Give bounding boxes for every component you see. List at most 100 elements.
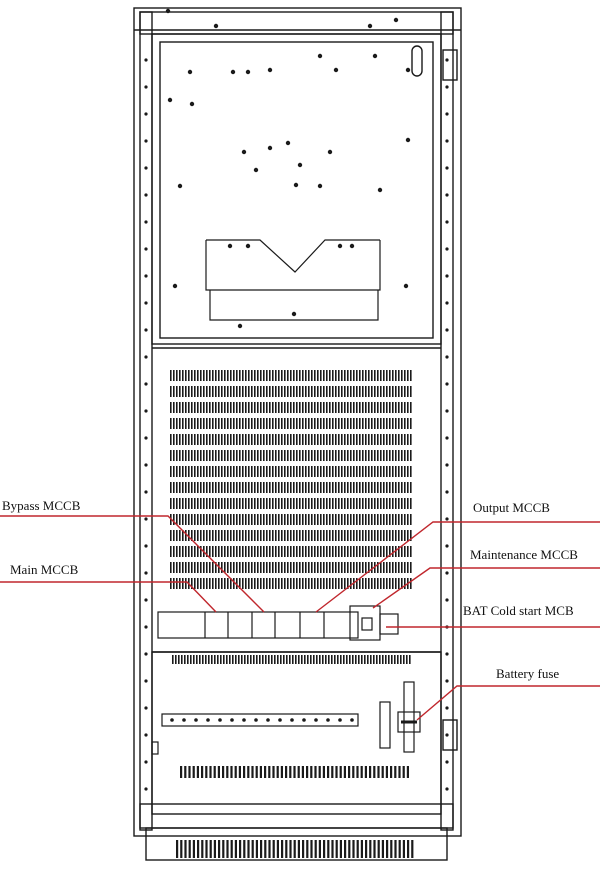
vent-slat: [221, 514, 223, 525]
vent-slat: [293, 530, 295, 541]
vent-slat: [347, 370, 349, 381]
vent-slat: [335, 402, 337, 413]
vent-slat: [326, 386, 328, 397]
post-hole: [445, 193, 449, 197]
vent-slat: [410, 514, 412, 525]
vent-slat: [269, 402, 271, 413]
vent-slat: [242, 466, 244, 477]
vent-slat: [274, 655, 276, 664]
base-slot: [255, 840, 258, 858]
vent-slat: [374, 370, 376, 381]
vent-slat: [254, 466, 256, 477]
vent-slat: [248, 386, 250, 397]
vent-slat: [248, 450, 250, 461]
vent-slat: [272, 546, 274, 557]
vent-slat: [380, 386, 382, 397]
vent-slat: [215, 498, 217, 509]
vent-slat: [377, 370, 379, 381]
vent-slat: [224, 514, 226, 525]
vent-slat: [344, 546, 346, 557]
vent-slat: [203, 402, 205, 413]
vent-slat: [218, 434, 220, 445]
vent-slat: [170, 482, 172, 493]
vent-slat: [395, 434, 397, 445]
vent-slat: [185, 498, 187, 509]
vent-slat: [266, 418, 268, 429]
vent-slat: [356, 498, 358, 509]
vent-slat: [224, 418, 226, 429]
vent-slat: [368, 402, 370, 413]
vent-slat: [302, 418, 304, 429]
vent-slat: [332, 402, 334, 413]
vent-slat: [290, 578, 292, 589]
vent-slat: [389, 418, 391, 429]
screw-hole: [230, 69, 236, 75]
vent-slat: [344, 370, 346, 381]
vent-slat: [182, 546, 184, 557]
vent-slat: [176, 514, 178, 525]
vent-slat: [305, 418, 307, 429]
vent-slat: [272, 578, 274, 589]
vent-slat: [287, 434, 289, 445]
vent-slat: [214, 655, 216, 664]
vent-slat: [344, 498, 346, 509]
post-hole: [144, 463, 148, 467]
screw-hole: [245, 243, 251, 249]
vent-slat: [248, 402, 250, 413]
vent-slat: [401, 498, 403, 509]
base-slot: [302, 840, 305, 858]
post-hole: [445, 301, 449, 305]
vent-slat: [278, 402, 280, 413]
vent-slat: [308, 514, 310, 525]
vent-slat: [188, 514, 190, 525]
vent-slat: [374, 514, 376, 525]
vent-slat: [227, 530, 229, 541]
vent-slat: [254, 482, 256, 493]
vent-slat: [176, 466, 178, 477]
vent-slat: [410, 482, 412, 493]
vent-slat: [320, 482, 322, 493]
vent-slat: [380, 466, 382, 477]
vent-slat: [194, 530, 196, 541]
vent-slat: [371, 402, 373, 413]
vent-slat: [374, 434, 376, 445]
vent-slat: [292, 655, 294, 664]
vent-slat: [233, 450, 235, 461]
screw-holes: [144, 8, 449, 791]
vent-slat: [272, 498, 274, 509]
vent-slat: [350, 434, 352, 445]
vent-slat: [266, 370, 268, 381]
vent-slat: [305, 498, 307, 509]
vent-slat: [395, 370, 397, 381]
vent-slat: [314, 386, 316, 397]
screw-hole: [227, 243, 233, 249]
vent-slat: [317, 386, 319, 397]
busbar-hole: [326, 718, 330, 722]
vent-slat: [404, 562, 406, 573]
vent-slat: [350, 498, 352, 509]
vent-slat: [272, 562, 274, 573]
vent-slat: [212, 546, 214, 557]
base-slot: [306, 840, 309, 858]
vent-slat: [194, 418, 196, 429]
vent-slat: [380, 370, 382, 381]
vent-slat: [323, 562, 325, 573]
vent-slat: [260, 402, 262, 413]
vent-slat: [205, 655, 207, 664]
post-hole: [445, 733, 449, 737]
vent-slat: [290, 530, 292, 541]
vent-slat: [386, 578, 388, 589]
vent-slat: [290, 546, 292, 557]
vent-slat: [341, 498, 343, 509]
vent-slat: [260, 482, 262, 493]
vent-slat: [400, 655, 402, 664]
vent-slat: [389, 498, 391, 509]
screw-hole: [241, 149, 247, 155]
vent-slat: [305, 402, 307, 413]
vent-slat: [227, 450, 229, 461]
vent-slat: [358, 655, 360, 664]
base-slot: [209, 840, 212, 858]
vent-slat: [368, 466, 370, 477]
vent-slat: [275, 370, 277, 381]
vent-slat: [185, 434, 187, 445]
